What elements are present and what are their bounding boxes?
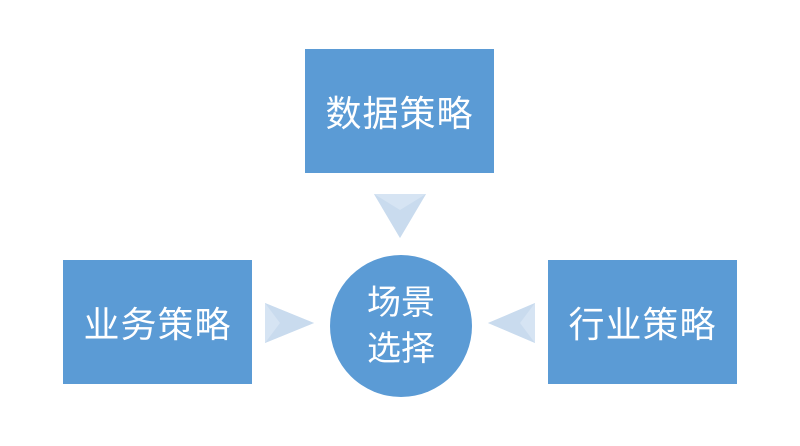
industry-strategy-box: 行业策略: [548, 260, 737, 384]
industry-strategy-label: 行业策略: [568, 305, 717, 346]
arrow-right-icon: [265, 303, 314, 343]
center-label-line2: 选择: [367, 329, 435, 369]
arrow-down-notch: [374, 194, 426, 238]
arrow-left-notch: [488, 303, 535, 343]
data-strategy-box: 数据策略: [305, 49, 494, 173]
business-strategy-box: 业务策略: [63, 260, 252, 384]
arrow-down-icon: [374, 194, 426, 238]
business-strategy-label: 业务策略: [83, 305, 232, 346]
center-label-line1: 场景: [367, 283, 435, 323]
arrow-left-icon: [488, 303, 535, 343]
data-strategy-label: 数据策略: [325, 94, 474, 135]
scene-selection-circle: 场景 选择: [330, 255, 472, 397]
arrow-right-notch: [265, 303, 314, 343]
